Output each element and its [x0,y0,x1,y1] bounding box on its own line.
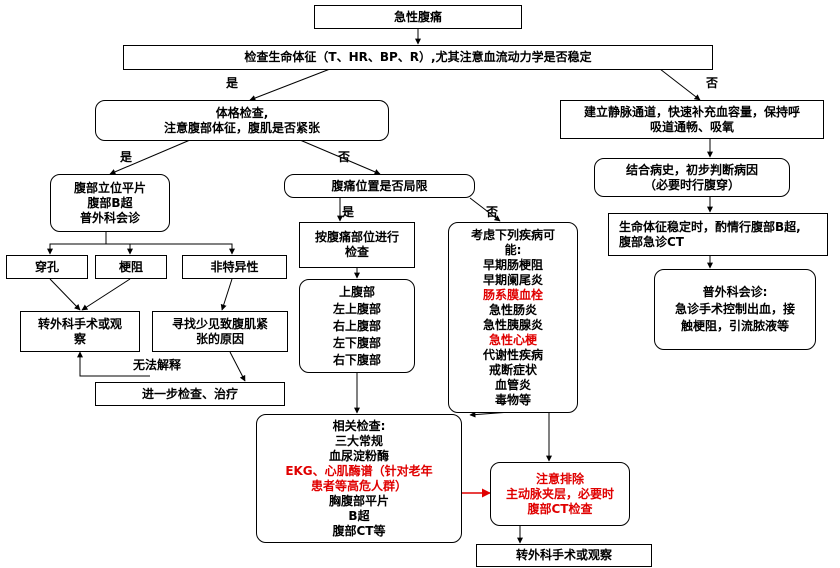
consider-item-highlighted: 肠系膜血栓 [482,287,543,302]
by-location-line-2: 检查 [344,245,369,259]
iv-line-1: 建立静脉通道，快速补充血容量，保持呼 [583,104,800,119]
stable-node: 生命体征稳定时，酌情行腹部B超, 腹部急诊CT [608,213,828,256]
related-node: 相关检查: 三大常规 血尿淀粉酶 EKG、心肌酶谱（针对老年 患者等高危人群） … [256,414,462,543]
nonspecific-label: 非特异性 [210,259,259,274]
exclude-node: 注意排除 主动脉夹层，必要时 腹部CT检查 [490,462,630,526]
consider-item: 急性肠炎 [488,302,537,317]
exclude-line: 主动脉夹层，必要时 [505,486,614,501]
surgery-obs-left-line-2: 察 [73,331,86,346]
consider-item: 早期肠梗阻 [482,257,543,272]
surgery-obs-left-line-1: 转外科手术或观 [37,316,122,331]
surgical-line-1: 普外科会诊: [702,285,768,299]
related-line: B超 [348,508,370,523]
surgery-obs-bottom-node: 转外科手术或观察 [476,544,652,567]
xray-line-3: 普外科会诊 [79,210,140,225]
consider-item: 急性胰腺炎 [482,317,543,332]
consider-item: 毒物等 [494,392,531,407]
edge-label-yes-vitals: 是 [226,76,239,90]
surgery-obs-bottom-label: 转外科手术或观察 [515,548,612,562]
regions-node: 上腹部 左上腹部 右上腹部 左下腹部 右下腹部 [299,279,415,373]
consider-line: 考虑下列疾病可 [470,227,555,242]
by-location-node: 按腹痛部位进行 检查 [299,222,415,268]
history-node: 结合病史，初步判断病因 （必要时行腹穿） [594,158,790,197]
surgical-node: 普外科会诊: 急诊手术控制出血，接 触梗阻，引流脓液等 [654,269,816,350]
iv-node: 建立静脉通道，快速补充血容量，保持呼 吸道通畅、吸氧 [560,100,824,139]
related-line: 血尿淀粉酶 [328,448,389,463]
edge-label-no-exam: 否 [338,150,351,164]
consider-item: 代谢性疾病 [482,347,543,362]
related-line: 相关检查: [332,418,386,433]
further-node: 进一步检查、治疗 [95,382,285,406]
edge-label-yes-exam: 是 [120,150,133,164]
perforation-label: 穿孔 [34,259,59,274]
stable-line-1: 生命体征稳定时，酌情行腹部B超, [619,219,801,234]
find-cause-line-1: 寻找少见致腹肌紧 [171,316,268,331]
by-location-line-1: 按腹痛部位进行 [314,230,399,244]
consider-node: 考虑下列疾病可 能: 早期肠梗阻 早期阑尾炎 肠系膜血栓 急性肠炎 急性胰腺炎 … [448,222,578,413]
xray-line-2: 腹部B超 [87,195,133,210]
vitals-label: 检查生命体征（T、HR、BP、R）,尤其注意血流动力学是否稳定 [244,50,592,64]
nonspecific-node: 非特异性 [182,255,287,279]
related-line: 三大常规 [334,433,383,448]
obstruction-label: 梗阻 [118,259,143,274]
region-item: 左下腹部 [332,335,381,350]
related-line-highlighted: EKG、心肌酶谱（针对老年 [285,463,433,478]
start-node: 急性腹痛 [314,5,522,29]
exam-line-1: 体格检查, [215,105,269,120]
iv-line-2: 吸道通畅、吸氧 [649,119,734,134]
history-line-1: 结合病史，初步判断病因 [625,162,758,177]
further-label: 进一步检查、治疗 [141,386,238,401]
edge-label-yes-localized: 是 [342,205,355,219]
exam-node: 体格检查, 注意腹部体征，腹肌是否紧张 [95,100,389,141]
exam-line-2: 注意腹部体征，腹肌是否紧张 [163,120,320,135]
related-line-highlighted: 患者等高危人群） [310,478,407,493]
xray-node: 腹部立位平片 腹部B超 普外科会诊 [50,174,170,232]
surgical-line-2: 急诊手术控制出血，接 [674,302,795,316]
obstruction-node: 梗阻 [95,255,167,279]
find-cause-line-2: 张的原因 [195,331,244,346]
edge-label-no-localized: 否 [486,205,499,219]
consider-item: 血管炎 [494,377,531,392]
localized-label: 腹痛位置是否局限 [331,178,428,193]
consider-item: 早期阑尾炎 [482,272,543,287]
region-item: 上腹部 [338,284,375,299]
exclude-line: 注意排除 [535,471,584,486]
region-item: 右上腹部 [332,318,381,333]
history-line-2: （必要时行腹穿） [643,177,740,192]
xray-line-1: 腹部立位平片 [73,180,146,195]
related-line: 腹部CT等 [332,523,386,538]
related-line: 胸腹部平片 [328,493,389,508]
stable-line-2: 腹部急诊CT [619,234,684,249]
exclude-line: 腹部CT检查 [527,501,593,516]
region-item: 左上腹部 [332,301,381,316]
edge-label-unexplained: 无法解释 [133,358,182,372]
region-item: 右下腹部 [332,352,381,367]
vitals-node: 检查生命体征（T、HR、BP、R）,尤其注意血流动力学是否稳定 [123,45,713,70]
consider-item: 戒断症状 [488,362,537,377]
find-cause-node: 寻找少见致腹肌紧 张的原因 [152,311,288,352]
consider-item-highlighted: 急性心梗 [488,332,537,347]
localized-node: 腹痛位置是否局限 [284,174,475,198]
surgery-obs-left-node: 转外科手术或观 察 [20,311,140,352]
consider-line: 能: [504,242,522,257]
start-label: 急性腹痛 [393,9,442,24]
perforation-node: 穿孔 [6,255,88,279]
edge-label-no-vitals: 否 [706,76,719,90]
surgical-line-3: 触梗阻，引流脓液等 [680,319,789,333]
